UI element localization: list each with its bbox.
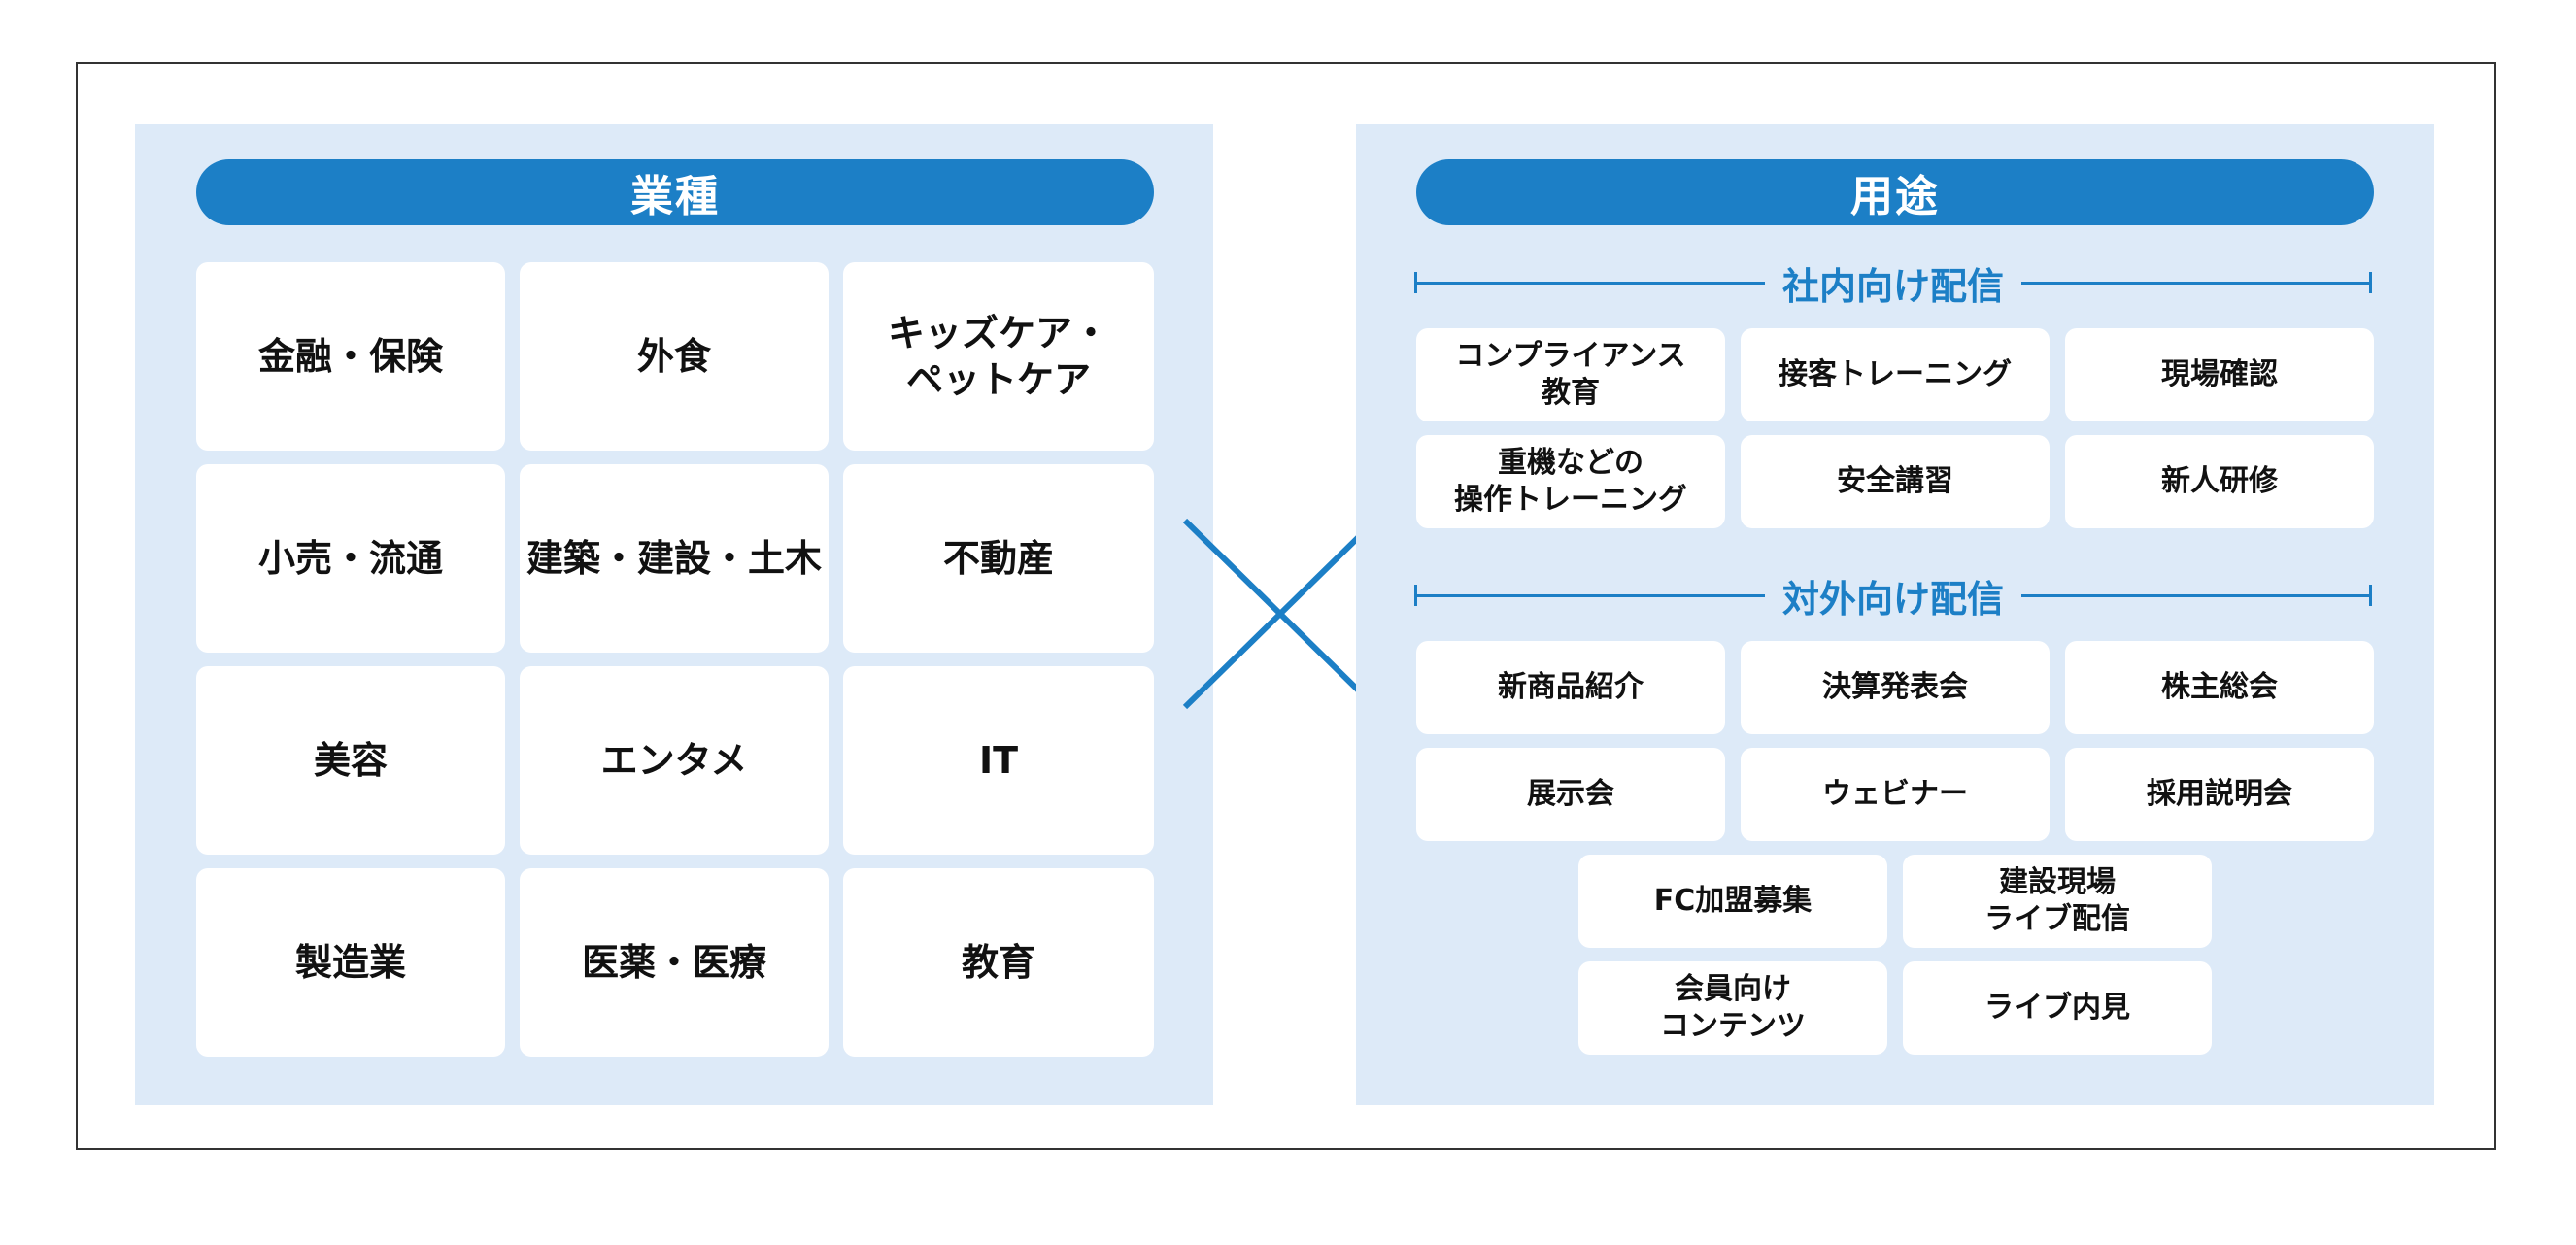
usage-card: ウェビナー: [1741, 748, 2050, 841]
heading-rule-tick: [2369, 272, 2372, 293]
usage-card: 決算発表会: [1741, 641, 2050, 734]
usage-card: 接客トレーニング: [1741, 328, 2050, 421]
industry-card: 小売・流通: [196, 464, 505, 653]
industry-card: 不動産: [843, 464, 1154, 653]
industry-card: エンタメ: [520, 666, 829, 855]
usage-card: 採用説明会: [2065, 748, 2374, 841]
industry-card: 医薬・医療: [520, 868, 829, 1057]
usage-card: 新人研修: [2065, 435, 2374, 528]
usage-card: FC加盟募集: [1578, 855, 1887, 948]
usage-card: ライブ内見: [1903, 961, 2212, 1055]
internal-section-heading: 社内向け配信: [1414, 255, 2372, 310]
usage-card: コンプライアンス 教育: [1416, 328, 1725, 421]
industry-card: 教育: [843, 868, 1154, 1057]
usage-card: 安全講習: [1741, 435, 2050, 528]
industry-card: IT: [843, 666, 1154, 855]
usage-card: 建設現場 ライブ配信: [1903, 855, 2212, 948]
cross-icon: [1183, 518, 1377, 710]
industry-card: 美容: [196, 666, 505, 855]
heading-rule-tick: [1414, 272, 1417, 293]
usage-card: 新商品紹介: [1416, 641, 1725, 734]
internal-heading-label: 社内向け配信: [1764, 255, 2021, 310]
usage-title: 用途: [1416, 159, 2374, 225]
industry-card: キッズケア・ ペットケア: [843, 262, 1154, 451]
industry-card: 建築・建設・土木: [520, 464, 829, 653]
industry-card: 金融・保険: [196, 262, 505, 451]
usage-card: 現場確認: [2065, 328, 2374, 421]
external-heading-label: 対外向け配信: [1764, 568, 2021, 622]
usage-card: 会員向け コンテンツ: [1578, 961, 1887, 1055]
external-section-heading: 対外向け配信: [1414, 568, 2372, 622]
usage-card: 重機などの 操作トレーニング: [1416, 435, 1725, 528]
usage-card: 株主総会: [2065, 641, 2374, 734]
industry-title: 業種: [196, 159, 1154, 225]
heading-rule-tick: [1414, 585, 1417, 606]
heading-rule-tick: [2369, 585, 2372, 606]
industry-card: 外食: [520, 262, 829, 451]
usage-card: 展示会: [1416, 748, 1725, 841]
industry-card: 製造業: [196, 868, 505, 1057]
